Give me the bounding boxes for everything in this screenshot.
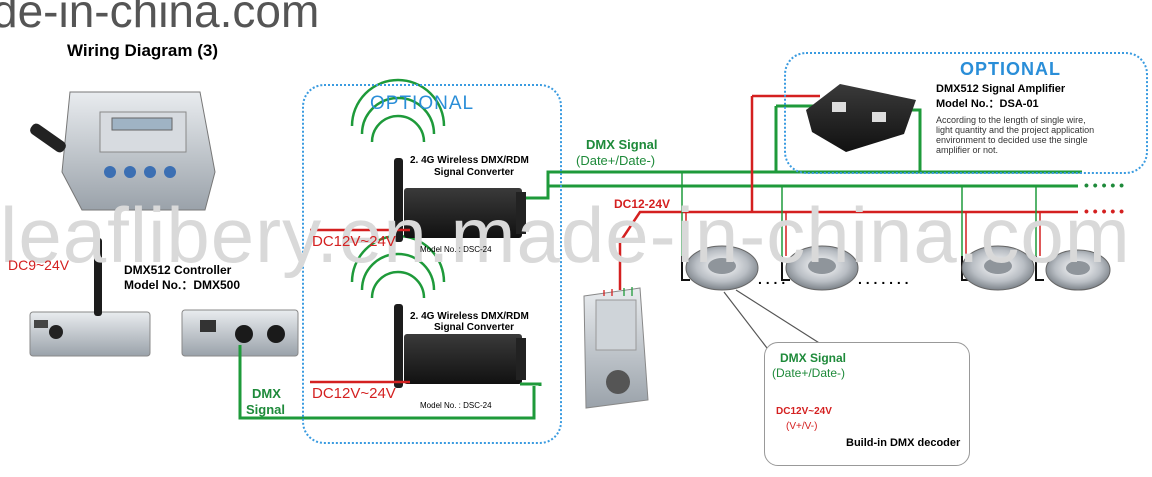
optional-box-left (302, 84, 562, 444)
detail-caption: Build-in DMX decoder (846, 437, 961, 449)
converter-1-image (394, 158, 526, 242)
converter-2-name-line2: Signal Converter (434, 322, 515, 333)
converter-1-name-line1: 2. 4G Wireless DMX/RDM (410, 155, 529, 166)
watermark-top: de-in-china.com (0, 0, 320, 37)
controller-name: DMX512 Controller (124, 263, 232, 277)
light-chain-dots-1: . . . . (758, 271, 786, 287)
led-light-2 (785, 245, 859, 291)
amplifier-desc-4: amplifier or not. (936, 145, 999, 155)
led-light-4 (1045, 249, 1111, 291)
amplifier-name: DMX512 Signal Amplifier (936, 83, 1066, 95)
controller-supply-label: DC9~24V (8, 257, 70, 273)
amplifier-desc-2: light quantity and the project applicati… (936, 125, 1095, 135)
dmx512-controller-image (30, 91, 216, 211)
detail-callout (764, 342, 970, 466)
amplifier-model: Model No.：DSA-01 (936, 98, 1039, 110)
led-light-1 (685, 245, 759, 291)
wireless-waves-1 (350, 78, 446, 143)
optional-right-title: OPTIONAL (960, 59, 1061, 79)
power-supply-image (583, 287, 649, 409)
dmx512-controller-back-image (29, 238, 151, 357)
signal-amplifier-image (806, 84, 916, 152)
diagram-title: Wiring Diagram (3) (67, 41, 218, 60)
converter-2-image (394, 304, 526, 388)
converter-1-model: Model No. : DSC-24 (420, 245, 492, 254)
bus-signal-line1: DMX Signal (586, 137, 658, 152)
converter-2-supply: DC12V~24V (312, 385, 396, 402)
bus-power-label: DC12-24V (614, 197, 671, 211)
detail-signal-line1: DMX Signal (780, 351, 847, 365)
converter-1-supply: DC12V~24V (312, 233, 396, 250)
bus-red-dots: • • • • • (1084, 203, 1125, 219)
converter-2-name-line1: 2. 4G Wireless DMX/RDM (410, 311, 529, 322)
detail-power-line2: (V+/V-) (786, 421, 818, 432)
detail-power-line1: DC12V~24V (776, 406, 832, 417)
bus-signal-line2: (Date+/Date-) (576, 153, 656, 168)
converter-1-name-line2: Signal Converter (434, 167, 515, 178)
led-light-3 (961, 245, 1035, 291)
dmx-signal-left-line2: Signal (246, 402, 286, 417)
amplifier-desc-3: environment to decided use the single (936, 135, 1088, 145)
optional-left-title: OPTIONAL (370, 93, 475, 114)
watermark-middle: leaflibery.en.made-in-china.com (0, 191, 1131, 279)
light-chain-dots-2: . . . . . . . (858, 271, 909, 287)
dmx-signal-left-line1: DMX (252, 386, 281, 401)
controller-model: Model No.：DMX500 (124, 278, 241, 292)
optional-box-right (784, 52, 1148, 174)
amplifier-desc-1: According to the length of single wire, (936, 115, 1086, 125)
bus-green-dots: • • • • • (1084, 177, 1125, 193)
converter-2-model: Model No. : DSC-24 (420, 401, 492, 410)
detail-signal-line2: (Date+/Date-) (772, 366, 846, 380)
